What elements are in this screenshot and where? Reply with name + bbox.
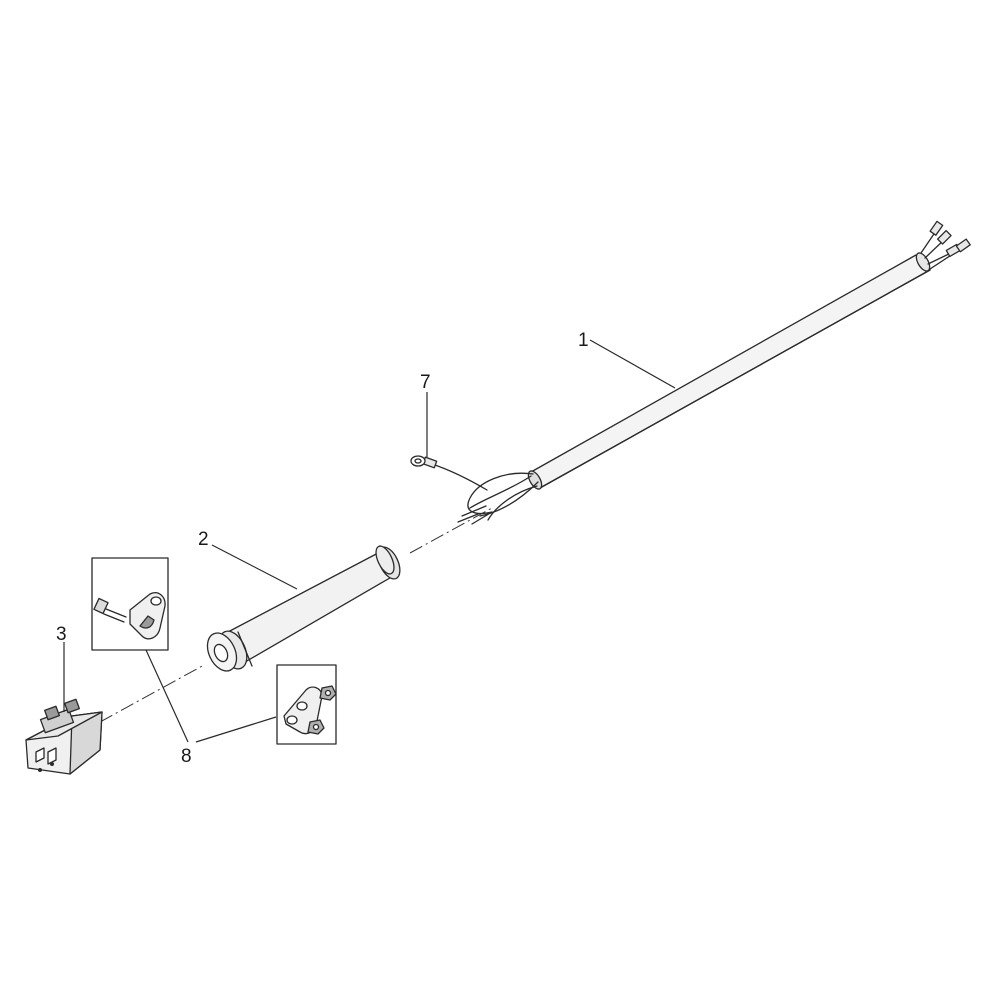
- leader-line-2: [211, 544, 298, 590]
- callout-1: 1: [578, 330, 589, 351]
- callout-7: 7: [420, 372, 431, 393]
- callout-3: 3: [56, 624, 67, 645]
- callout-2: 2: [198, 529, 209, 550]
- cable-part: [457, 220, 971, 525]
- leader-line-1: [589, 339, 676, 389]
- leader-line-8a: [145, 649, 189, 743]
- ground-lead-part: [410, 455, 488, 491]
- switch-part: [25, 698, 103, 775]
- sleeve-part: [206, 545, 401, 672]
- clamp-kit-lower-inset: [276, 664, 337, 745]
- clamp-kit-upper-inset: [91, 557, 169, 651]
- leader-line-8b: [195, 716, 277, 743]
- callout-8: 8: [181, 746, 192, 767]
